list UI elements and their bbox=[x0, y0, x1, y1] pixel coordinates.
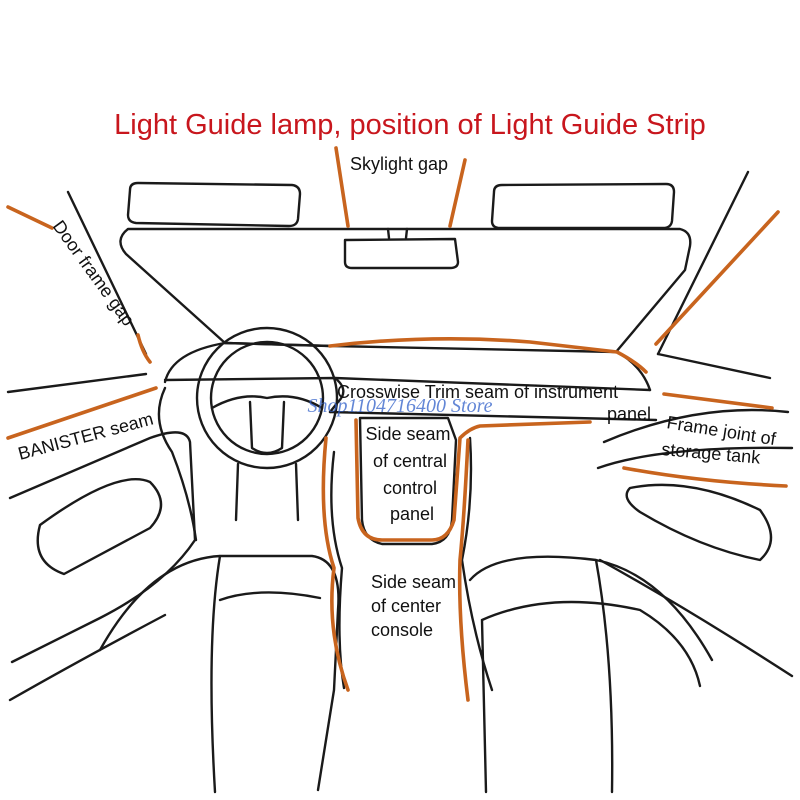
left-a-pillar bbox=[66, 190, 148, 356]
left-sun-visor bbox=[126, 181, 302, 228]
console-side-left bbox=[330, 450, 346, 690]
label-banister-seam: BANISTER seam bbox=[16, 409, 155, 464]
left-door-line bbox=[6, 372, 148, 394]
label-crosswise-trim-line-2: panel bbox=[607, 404, 651, 424]
right-pillar-strip bbox=[654, 210, 780, 346]
dash-lower-left bbox=[157, 386, 198, 542]
mirror-stem bbox=[386, 227, 409, 240]
label-central-panel-line-2: of central bbox=[373, 451, 447, 471]
crosswise-trim-strip bbox=[328, 337, 648, 374]
rear-view-mirror bbox=[343, 237, 460, 270]
skylight-strip-left bbox=[334, 146, 350, 228]
label-skylight-gap: Skylight gap bbox=[350, 154, 448, 174]
console-strip-left bbox=[321, 436, 350, 692]
left-seat-back bbox=[218, 591, 322, 602]
central-panel-strip bbox=[354, 418, 592, 542]
left-door-pocket bbox=[36, 478, 163, 576]
banister-strip bbox=[6, 386, 158, 440]
label-door-frame-gap: Door frame gap bbox=[49, 217, 139, 330]
label-central-panel-line-1: Side seam bbox=[365, 424, 450, 444]
label-center-console-line-2: of center bbox=[371, 596, 441, 616]
label-center-console-line-1: Side seam bbox=[371, 572, 456, 592]
right-seat bbox=[468, 555, 714, 794]
light-strips bbox=[6, 146, 788, 702]
right-door-floor bbox=[598, 558, 794, 678]
steering-column bbox=[234, 462, 300, 522]
right-trim-strip bbox=[662, 392, 774, 410]
left-door-panel bbox=[8, 431, 197, 664]
console-side-right bbox=[460, 436, 494, 692]
label-central-panel-line-3: control bbox=[383, 478, 437, 498]
door-frame-strip bbox=[6, 205, 152, 364]
right-door-panel bbox=[596, 408, 794, 470]
steering-wheel-outer bbox=[195, 326, 339, 470]
left-seat bbox=[98, 554, 340, 794]
windshield bbox=[119, 227, 692, 354]
label-central-panel-line-4: panel bbox=[390, 504, 434, 524]
label-center-console-line-3: console bbox=[371, 620, 433, 640]
right-pillar-trim bbox=[656, 352, 772, 380]
right-door-pocket bbox=[625, 483, 773, 562]
frame-joint-strip bbox=[622, 466, 788, 488]
console-strip-right bbox=[457, 438, 470, 702]
diagram-title: Light Guide lamp, position of Light Guid… bbox=[114, 109, 706, 141]
dashboard-trim bbox=[328, 376, 658, 422]
store-watermark: Shop1104716400 Store bbox=[308, 395, 493, 417]
label-crosswise-trim-line-1: Crosswise Trim seam of instrument bbox=[337, 382, 618, 402]
steering-wheel-spoke bbox=[210, 395, 324, 455]
left-door-floor bbox=[8, 613, 167, 702]
skylight-strip-right bbox=[448, 158, 467, 228]
right-sun-visor bbox=[490, 182, 676, 230]
